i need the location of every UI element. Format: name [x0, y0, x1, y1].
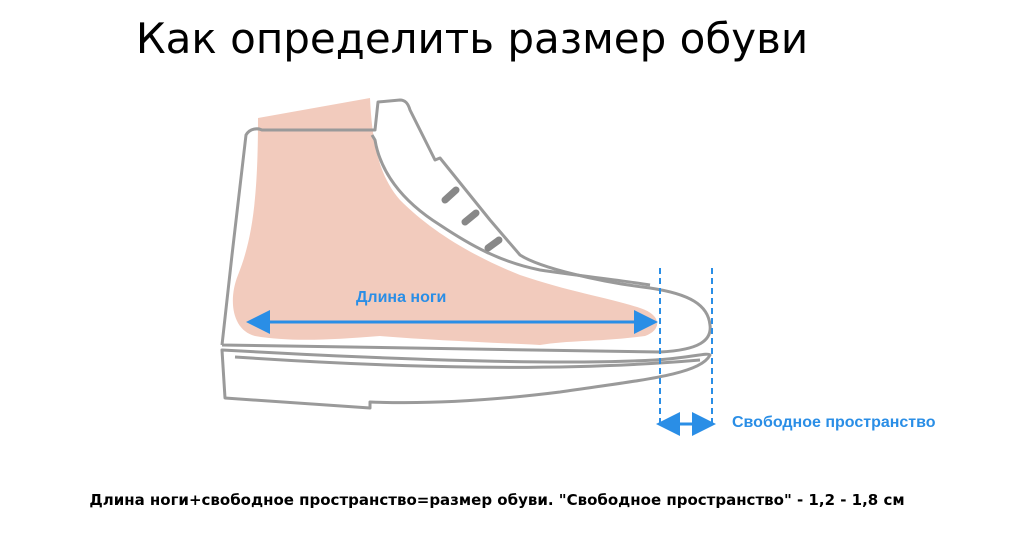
free-space-label: Свободное пространство	[732, 414, 936, 431]
foot-shape	[232, 98, 658, 345]
foot-length-label: Длина ноги	[356, 289, 447, 306]
boot-outline	[220, 98, 712, 410]
page-title: Как определить размер обуви	[135, 14, 809, 63]
footnote: Длина ноги+свободное пространство=размер…	[89, 491, 905, 509]
boot-laces	[441, 186, 503, 252]
